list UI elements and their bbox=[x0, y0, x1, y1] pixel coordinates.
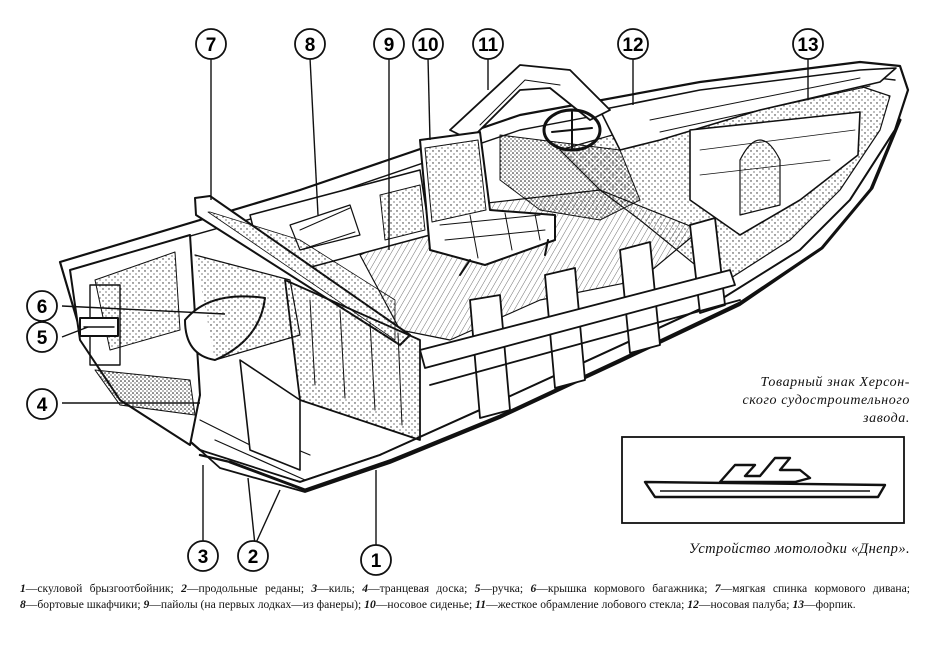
legend-item-2: 2—продольные реданы; bbox=[181, 582, 311, 595]
callout-circle bbox=[294, 28, 326, 60]
legend-item-1: 1—скуловой брызгоотбойник; bbox=[20, 582, 181, 595]
legend-num: 11 bbox=[475, 597, 487, 611]
callout-number: 1 bbox=[371, 551, 382, 572]
callout-number: 2 bbox=[248, 547, 259, 568]
legend-num: 4 bbox=[362, 582, 368, 595]
stern-side-panel bbox=[284, 279, 421, 441]
legend-text: —мягкая спинка кормового дивана; bbox=[720, 582, 910, 595]
legend-text: —носовое сиденье; bbox=[375, 597, 476, 611]
callout-circle bbox=[617, 28, 649, 60]
legend-item-3: 3—киль; bbox=[311, 582, 362, 595]
callout-circle bbox=[26, 388, 58, 420]
callout-number: 4 bbox=[37, 395, 48, 416]
legend-text: —продольные реданы; bbox=[186, 582, 312, 595]
figure-title: Устройство мотолодки «Днепр». bbox=[688, 541, 910, 557]
foredeck-shape bbox=[599, 67, 897, 151]
legend-item-7: 7—мягкая спинка кормового дивана; bbox=[715, 582, 910, 595]
legend-num: 9 bbox=[143, 597, 150, 611]
callout-circle bbox=[237, 540, 269, 572]
callout-13: 13 bbox=[792, 28, 824, 60]
legend-item-12: 12—носовая палуба; bbox=[687, 598, 792, 611]
legend-num: 3 bbox=[311, 582, 318, 595]
callout-circle bbox=[26, 321, 58, 353]
callout-7: 7 bbox=[195, 28, 227, 60]
legend-item-5: 5—ручка; bbox=[475, 582, 531, 595]
callout-circle bbox=[412, 28, 444, 60]
spray-rail bbox=[228, 118, 902, 492]
legend-text: —носовая палуба; bbox=[698, 597, 793, 611]
windshield-frame bbox=[449, 64, 611, 141]
legend-num: 13 bbox=[792, 597, 805, 611]
callout-number: 13 bbox=[797, 35, 818, 56]
callout-1: 1 bbox=[360, 544, 392, 576]
callout-number: 7 bbox=[206, 35, 217, 56]
callout-8: 8 bbox=[294, 28, 326, 60]
legend-text: —крышка кормового багажника; bbox=[536, 582, 715, 595]
boat-drawing bbox=[58, 60, 910, 493]
legend-text: —форпик. bbox=[804, 597, 856, 611]
callout-12: 12 bbox=[617, 28, 649, 60]
legend-item-4: 4—транцевая доска; bbox=[362, 582, 474, 595]
trademark-caption-line: завода. bbox=[863, 411, 910, 426]
callout-number: 12 bbox=[622, 35, 643, 56]
trademark-caption-line: ского судостроительного bbox=[742, 393, 910, 408]
callout-circle bbox=[360, 544, 392, 576]
legend-num: 7 bbox=[714, 582, 721, 595]
legend-text: —жесткое обрамление лобового стекла; bbox=[486, 597, 688, 611]
legend-item-13: 13—форпик. bbox=[792, 598, 855, 611]
callout-10: 10 bbox=[412, 28, 444, 60]
legend: 1—скуловой брызгоотбойник; 2—продольные … bbox=[20, 581, 910, 612]
callout-circle bbox=[26, 290, 58, 322]
trademark-caption-line: Товарный знак Херсон- bbox=[760, 375, 910, 390]
callout-number: 11 bbox=[478, 35, 499, 56]
legend-item-9: 9—пайолы (на первых лодках—из фанеры); bbox=[143, 598, 364, 611]
callout-11: 11 bbox=[472, 28, 504, 60]
legend-text: —киль; bbox=[317, 582, 363, 595]
callout-circle bbox=[792, 28, 824, 60]
callout-6: 6 bbox=[26, 290, 58, 322]
legend-text: —скуловой брызгоотбойник; bbox=[25, 582, 182, 595]
callout-circle bbox=[195, 28, 227, 60]
callout-number: 9 bbox=[384, 35, 395, 56]
callout-3: 3 bbox=[187, 540, 219, 572]
legend-num: 5 bbox=[474, 582, 481, 595]
legend-item-11: 11—жесткое обрамление лобового стекла; bbox=[475, 598, 687, 611]
callout-number: 3 bbox=[198, 547, 209, 568]
legend-num: 12 bbox=[687, 597, 699, 611]
trademark-logo bbox=[643, 456, 887, 499]
callout-number: 8 bbox=[305, 35, 316, 56]
callout-9: 9 bbox=[373, 28, 405, 60]
legend-text: —транцевая доска; bbox=[368, 582, 475, 595]
callout-4: 4 bbox=[26, 388, 58, 420]
hull-frames bbox=[419, 217, 741, 419]
legend-num: 1 bbox=[20, 582, 26, 595]
leader-lines bbox=[61, 57, 809, 546]
legend-item-10: 10—носовое сиденье; bbox=[364, 598, 475, 611]
callout-number: 6 bbox=[37, 297, 48, 318]
callout-number: 10 bbox=[417, 35, 438, 56]
legend-num: 2 bbox=[181, 582, 187, 595]
callout-2: 2 bbox=[237, 540, 269, 572]
trademark-box bbox=[621, 436, 905, 524]
callout-number: 5 bbox=[37, 328, 48, 349]
callout-circle bbox=[373, 28, 405, 60]
legend-num: 10 bbox=[364, 597, 376, 611]
legend-text: —пайолы (на первых лодках—из фанеры); bbox=[149, 597, 365, 611]
legend-item-6: 6—крышка кормового багажника; bbox=[530, 582, 714, 595]
legend-num: 8 bbox=[20, 597, 26, 611]
legend-text: —бортовые шкафчики; bbox=[25, 597, 144, 611]
legend-num: 6 bbox=[530, 582, 537, 595]
legend-text: —ручка; bbox=[480, 582, 531, 595]
callout-circle bbox=[472, 28, 504, 60]
callout-circle bbox=[187, 540, 219, 572]
legend-item-8: 8—бортовые шкафчики; bbox=[20, 598, 143, 611]
trademark-caption: Товарный знак Херсон- ского судостроител… bbox=[700, 374, 910, 428]
callout-5: 5 bbox=[26, 321, 58, 353]
